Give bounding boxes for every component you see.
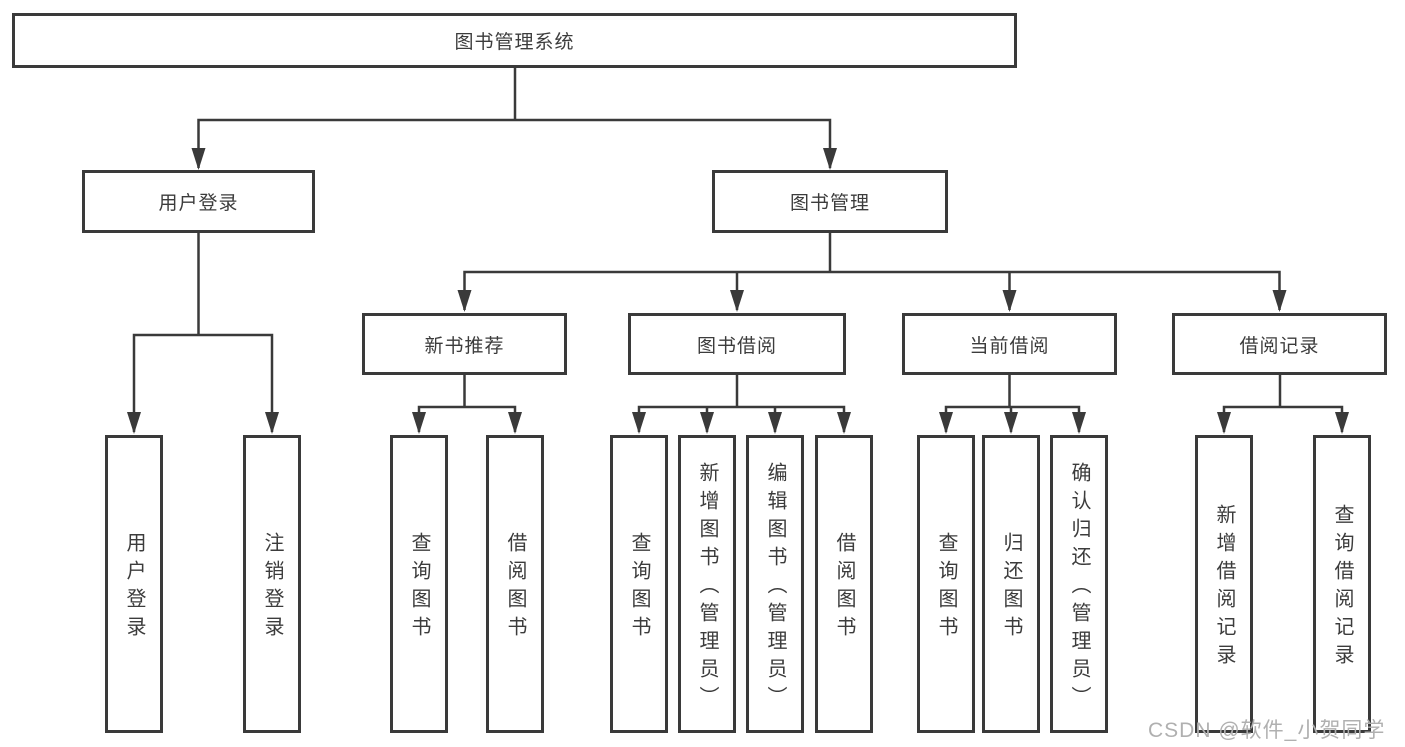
node-label: 查询借阅记录 xyxy=(1331,504,1353,672)
node-label: 借阅记录 xyxy=(1239,335,1320,357)
node-label: 图书管理 xyxy=(789,193,870,214)
node-leaf-add-book-admin: 新增图书（管理员） xyxy=(678,435,736,733)
node-label: 确认归还（管理员） xyxy=(1068,462,1090,714)
node-label: 用户登录 xyxy=(123,532,145,644)
node-label: 当前借阅 xyxy=(969,335,1050,357)
node-leaf-borrow-books-recommend: 借阅图书 xyxy=(486,435,544,733)
node-leaf-edit-book-admin: 编辑图书（管理员） xyxy=(746,435,804,733)
node-label: 图书管理系统 xyxy=(454,32,575,53)
node-label: 归还图书 xyxy=(1000,532,1022,644)
node-label: 查询图书 xyxy=(628,532,650,644)
node-label: 借阅图书 xyxy=(833,532,855,644)
node-book-borrow: 图书借阅 xyxy=(628,313,846,375)
node-borrow-records: 借阅记录 xyxy=(1172,313,1387,375)
node-leaf-query-books-current: 查询图书 xyxy=(917,435,975,733)
node-label: 注销登录 xyxy=(261,532,283,644)
node-new-book-recommend: 新书推荐 xyxy=(362,313,567,375)
node-leaf-logout: 注销登录 xyxy=(243,435,301,733)
node-leaf-user-login: 用户登录 xyxy=(105,435,163,733)
node-label: 借阅图书 xyxy=(504,532,526,644)
node-book-management-module: 图书管理 xyxy=(712,170,948,233)
node-user-login-module: 用户登录 xyxy=(82,170,315,233)
node-label: 编辑图书（管理员） xyxy=(764,462,786,714)
node-leaf-return-books: 归还图书 xyxy=(982,435,1040,733)
node-label: 新增图书（管理员） xyxy=(696,462,718,714)
node-label: 图书借阅 xyxy=(696,335,777,357)
node-leaf-query-borrow-record: 查询借阅记录 xyxy=(1313,435,1371,733)
node-leaf-query-books-borrow: 查询图书 xyxy=(610,435,668,733)
node-leaf-confirm-return-admin: 确认归还（管理员） xyxy=(1050,435,1108,733)
node-leaf-borrow-books: 借阅图书 xyxy=(815,435,873,733)
node-label: 新增借阅记录 xyxy=(1213,504,1235,672)
node-label: 用户登录 xyxy=(158,193,239,214)
node-leaf-add-borrow-record: 新增借阅记录 xyxy=(1195,435,1253,733)
node-label: 查询图书 xyxy=(408,532,430,644)
node-label: 新书推荐 xyxy=(424,335,505,357)
node-leaf-query-books-recommend: 查询图书 xyxy=(390,435,448,733)
watermark: CSDN @软件_小贺同学 xyxy=(1148,719,1386,742)
node-root-system: 图书管理系统 xyxy=(12,13,1017,68)
node-label: 查询图书 xyxy=(935,532,957,644)
node-current-borrow: 当前借阅 xyxy=(902,313,1117,375)
